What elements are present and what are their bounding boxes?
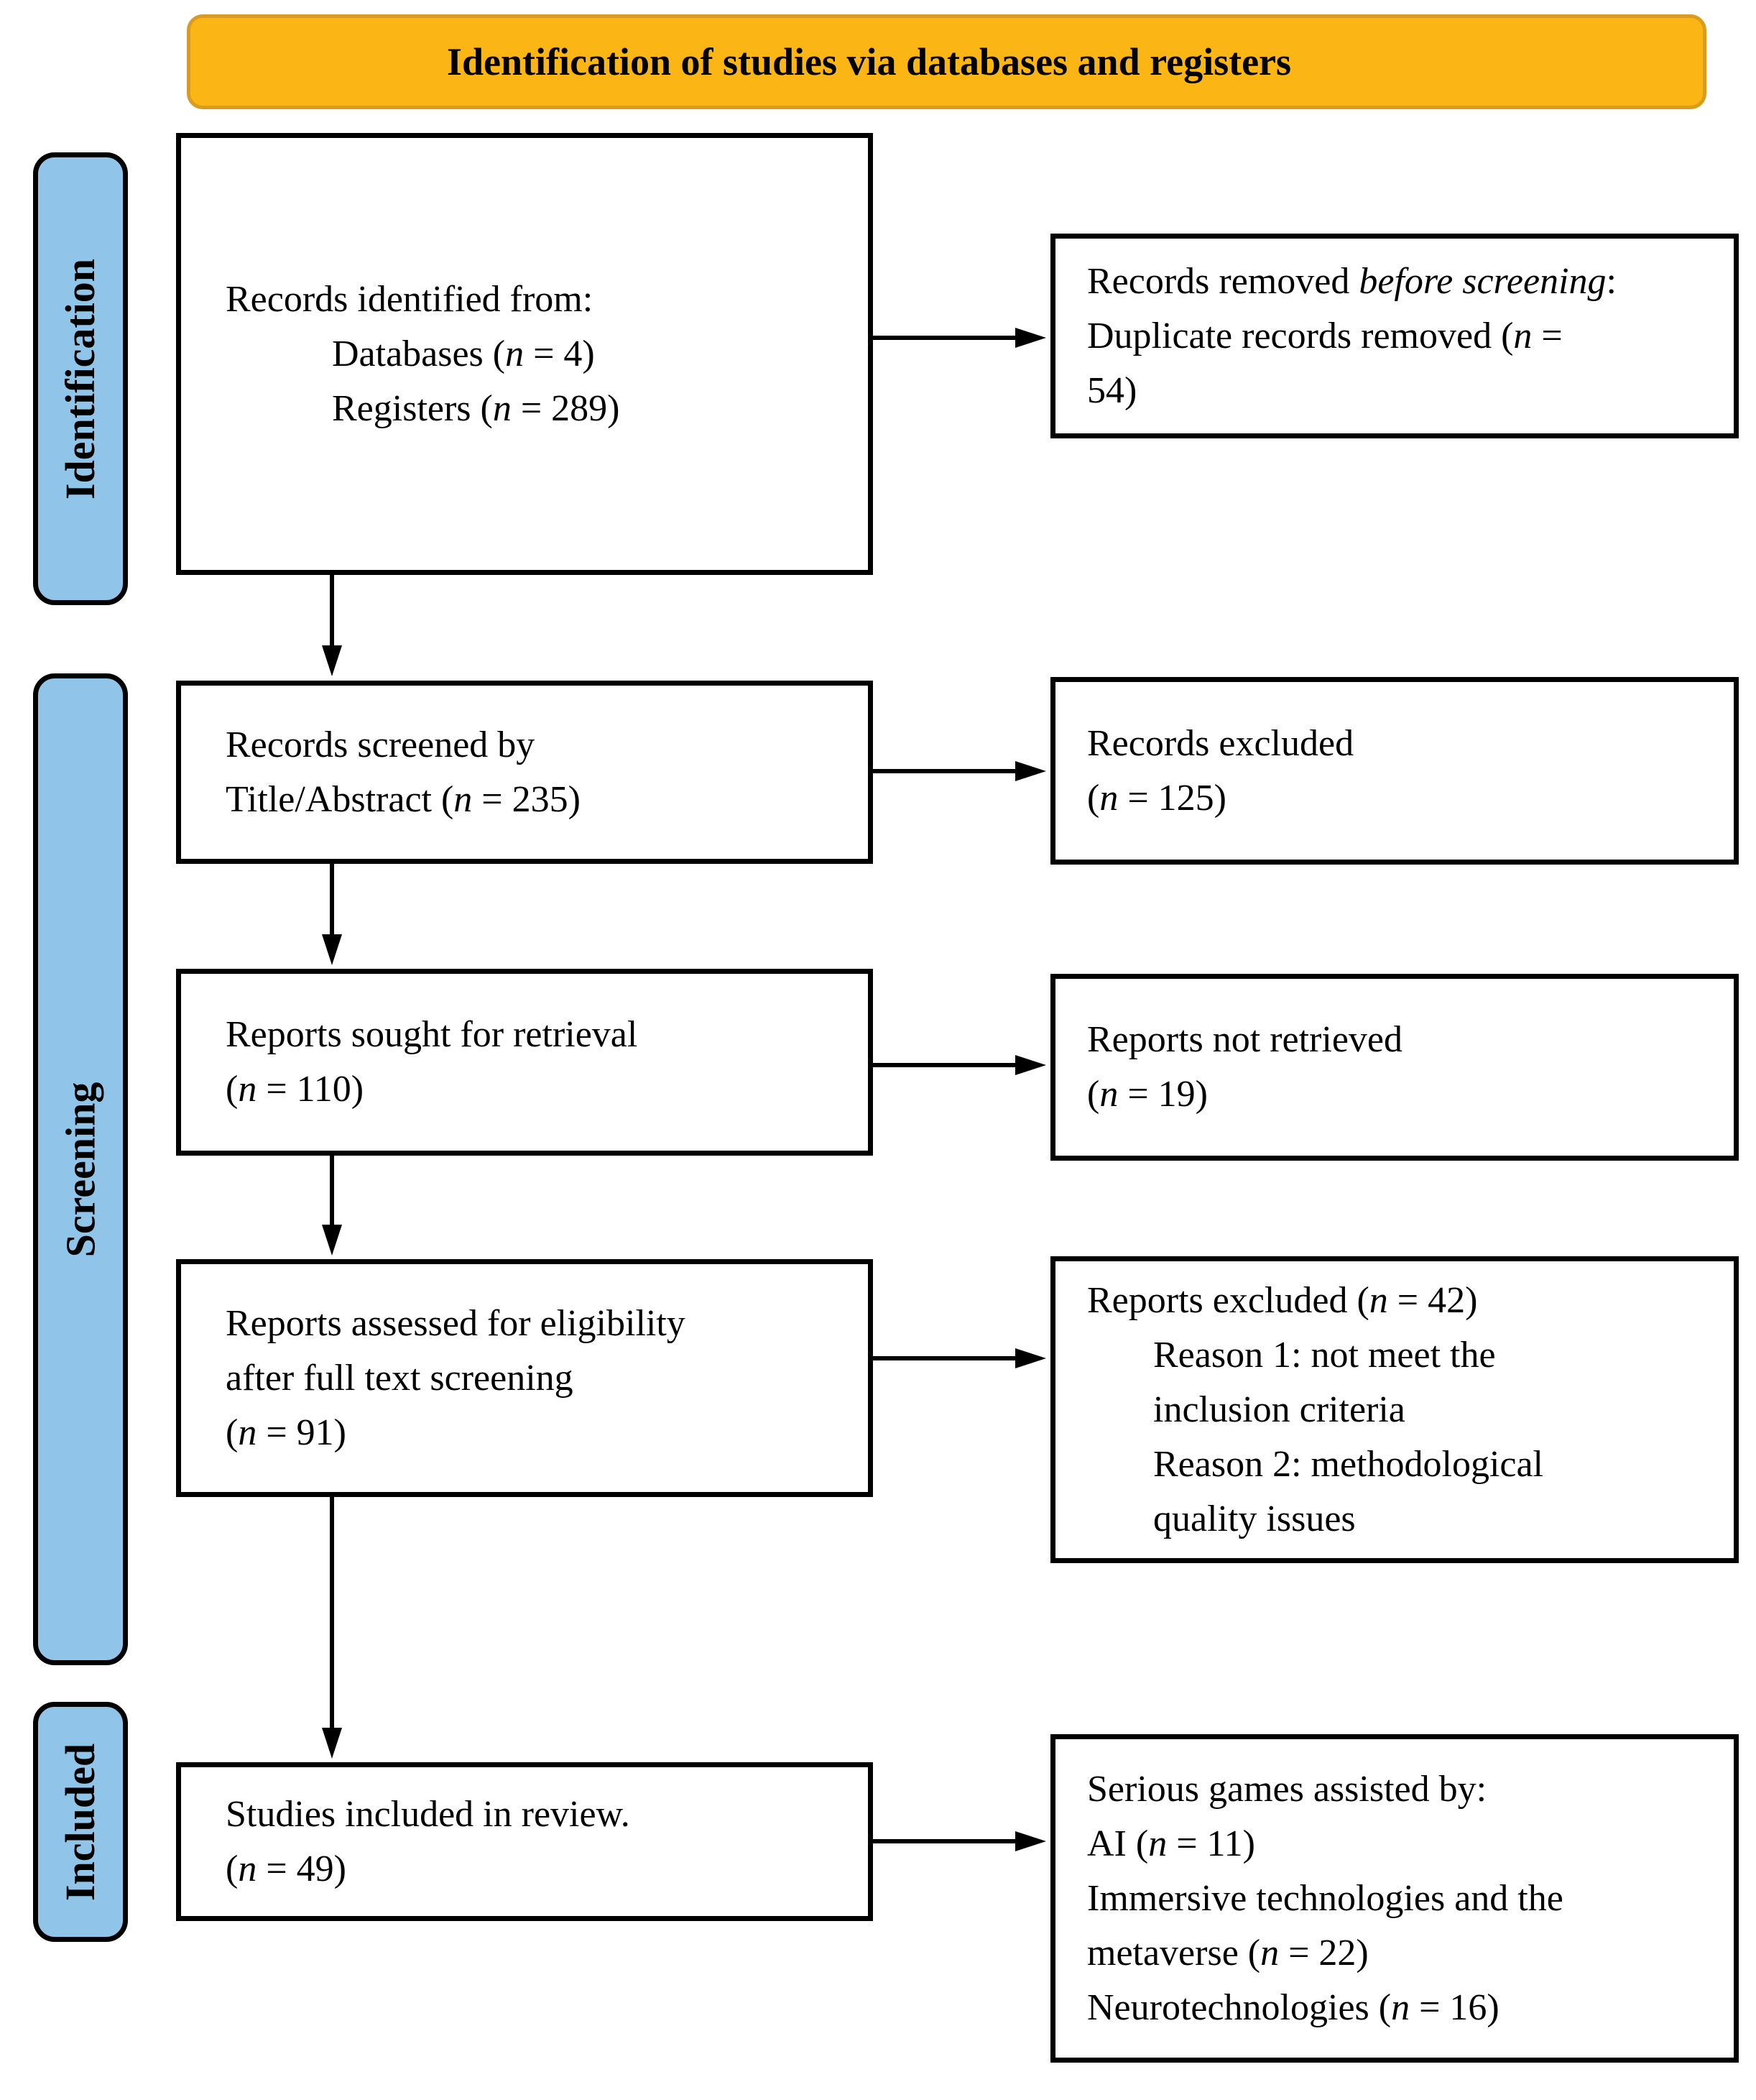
- box-text-line: metaverse (n = 22): [1087, 1932, 1369, 1974]
- box-reports-not-retrieved: Reports not retrieved (n = 19): [1050, 974, 1739, 1161]
- box-text-line: (n = 91): [226, 1411, 346, 1453]
- arrow-assessed-to-excluded: [873, 1348, 1046, 1368]
- box-text-line: Duplicate records removed (n =: [1087, 315, 1563, 356]
- stage-label-identification: Identification: [33, 152, 128, 605]
- box-text-line: Neurotechnologies (n = 16): [1087, 1986, 1499, 2028]
- box-text-line: Serious games assisted by:: [1087, 1768, 1487, 1810]
- box-records-removed-before-screening: Records removed before screening: Duplica…: [1050, 234, 1739, 438]
- box-text-line: Reason 2: methodological: [1153, 1443, 1544, 1485]
- box-text-line: (n = 125): [1087, 777, 1226, 819]
- box-records-identified: Records identified from: Databases (n = 4…: [176, 133, 873, 575]
- arrow-sought-to-assessed: [322, 1156, 342, 1256]
- box-text-line: Reports not retrieved: [1087, 1019, 1403, 1060]
- box-records-screened: Records screened by Title/Abstract (n = 2…: [176, 681, 873, 864]
- box-text-line: Records excluded: [1087, 722, 1354, 764]
- box-text-line: Records identified from:: [226, 278, 593, 320]
- arrow-identified-to-removed: [873, 328, 1046, 348]
- box-reports-sought: Reports sought for retrieval (n = 110): [176, 969, 873, 1156]
- box-text-line: Reports excluded (n = 42): [1087, 1279, 1478, 1321]
- box-text-line: AI (n = 11): [1087, 1823, 1255, 1864]
- stage-label-included: Included: [33, 1702, 128, 1942]
- box-text-line: (n = 19): [1087, 1074, 1208, 1115]
- box-text-line: Reports sought for retrieval: [226, 1014, 638, 1055]
- box-text-line: Records screened by: [226, 724, 535, 765]
- box-text-line: Reason 1: not meet the: [1153, 1334, 1496, 1376]
- stage-label-screening-text: Screening: [57, 1082, 104, 1257]
- box-text-line: Immersive technologies and the: [1087, 1877, 1563, 1919]
- box-reports-excluded-reasons: Reports excluded (n = 42) Reason 1: not m…: [1050, 1256, 1739, 1563]
- stage-label-included-text: Included: [57, 1743, 104, 1901]
- box-text-line: (n = 110): [226, 1069, 364, 1110]
- arrow-screened-to-excluded: [873, 761, 1046, 781]
- box-text-line: Reports assessed for eligibility: [226, 1302, 685, 1344]
- box-text-line: Databases (n = 4): [332, 333, 595, 374]
- box-text-line: Studies included in review.: [226, 1793, 630, 1835]
- arrow-identified-to-screened: [322, 575, 342, 676]
- box-text-line: after full text screening: [226, 1357, 573, 1399]
- box-records-excluded: Records excluded (n = 125): [1050, 677, 1739, 865]
- arrow-screened-to-sought: [322, 864, 342, 965]
- box-text-line: 54): [1087, 369, 1137, 411]
- box-text-line: inclusion criteria: [1153, 1389, 1405, 1430]
- box-text-line: Registers (n = 289): [332, 387, 620, 429]
- stage-label-identification-text: Identification: [57, 258, 104, 499]
- arrow-sought-to-not-retrieved: [873, 1055, 1046, 1075]
- arrow-assessed-to-included: [322, 1497, 342, 1759]
- box-serious-games-categories: Serious games assisted by: AI (n = 11) Imm…: [1050, 1734, 1739, 2063]
- box-studies-included: Studies included in review. (n = 49): [176, 1762, 873, 1921]
- arrow-included-to-categories: [873, 1831, 1046, 1851]
- box-text-line: Records removed before screening:: [1087, 260, 1617, 302]
- stage-label-screening: Screening: [33, 673, 128, 1665]
- box-text-line: Title/Abstract (n = 235): [226, 778, 581, 820]
- banner-title: Identification of studies via databases …: [187, 14, 1706, 109]
- box-text-line: quality issues: [1153, 1498, 1356, 1539]
- box-text-line: (n = 49): [226, 1848, 346, 1889]
- box-reports-assessed: Reports assessed for eligibility after fu…: [176, 1259, 873, 1497]
